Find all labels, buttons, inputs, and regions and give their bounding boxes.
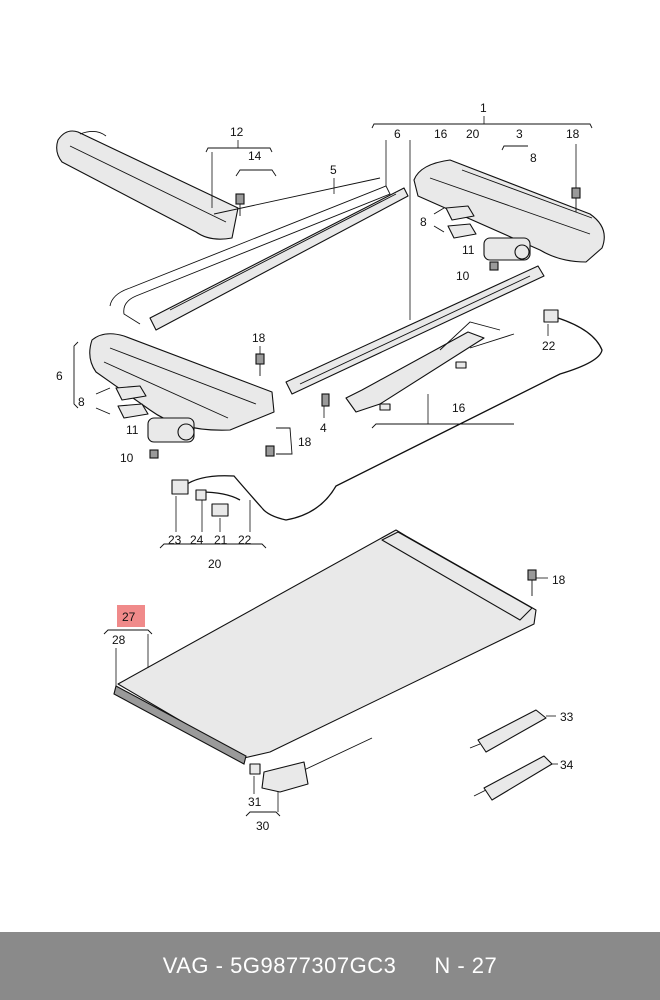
footer-separator: - <box>209 953 231 978</box>
grease-tube-34 <box>473 755 553 801</box>
callout-20-top: 20 <box>466 127 480 141</box>
footer-part-number: 5G9877307GC3 <box>230 953 397 978</box>
callout-12: 12 <box>230 125 244 139</box>
callout-18-sunshade: 18 <box>552 573 566 587</box>
cable-harness <box>171 309 603 521</box>
drive-motor-front <box>147 417 195 443</box>
callout-5: 5 <box>330 163 337 177</box>
clips-rear <box>445 205 477 239</box>
wind-deflector <box>56 130 239 240</box>
grease-tube-33 <box>469 709 547 753</box>
guide-rail-left <box>149 187 409 331</box>
callout-10-rear: 10 <box>456 269 470 283</box>
drive-motor-rear <box>483 237 531 261</box>
callout-leaders <box>73 116 593 817</box>
callout-6-frame: 6 <box>56 369 63 383</box>
callout-6-rail: 6 <box>394 127 401 141</box>
callout-22-right: 22 <box>542 339 556 353</box>
callout-28: 28 <box>112 633 126 647</box>
callout-8-top: 8 <box>530 151 537 165</box>
clips-front <box>115 385 149 419</box>
callout-11-front: 11 <box>126 423 139 437</box>
sliding-mechanism <box>345 321 515 413</box>
highlight-box-27 <box>117 605 145 627</box>
callout-30: 30 <box>256 819 270 833</box>
callout-18-front: 18 <box>298 435 312 449</box>
seal-rail <box>109 177 391 325</box>
callout-4: 4 <box>320 421 327 435</box>
guide-rail-right <box>285 265 545 395</box>
callout-3: 3 <box>516 127 523 141</box>
sunshade-drive <box>249 737 373 793</box>
callout-31: 31 <box>248 795 262 809</box>
callout-8-front: 8 <box>78 395 85 409</box>
callout-24: 24 <box>190 533 204 547</box>
footer-position-label: N - 27 <box>434 953 498 978</box>
callout-18-mid: 18 <box>252 331 266 345</box>
callout-18-top: 18 <box>566 127 580 141</box>
callout-1: 1 <box>480 101 487 115</box>
callout-20-bottom: 20 <box>208 557 222 571</box>
callout-23: 23 <box>168 533 182 547</box>
callout-27: 27 <box>122 610 136 624</box>
callout-21: 21 <box>214 533 228 547</box>
callout-22-left: 22 <box>238 533 252 547</box>
callout-14: 14 <box>248 149 262 163</box>
callout-labels: 1 6 16 20 3 8 18 12 14 5 8 11 10 18 22 6… <box>56 101 580 833</box>
roof-frame-rear <box>413 159 605 263</box>
part-number-footer: VAG - 5G9877307GC3 N - 27 <box>0 932 660 1000</box>
sunshade-panel <box>113 529 537 765</box>
parts-diagram: 1 6 16 20 3 8 18 12 14 5 8 11 10 18 22 6… <box>56 101 605 833</box>
callout-33: 33 <box>560 710 574 724</box>
callout-16-top: 16 <box>434 127 448 141</box>
callout-10-front: 10 <box>120 451 134 465</box>
footer-brand: VAG <box>162 953 210 978</box>
callout-11-rear: 11 <box>462 243 475 257</box>
callout-8-rear: 8 <box>420 215 427 229</box>
callout-16-mid: 16 <box>452 401 466 415</box>
roof-frame-front <box>89 333 275 431</box>
callout-34: 34 <box>560 758 574 772</box>
